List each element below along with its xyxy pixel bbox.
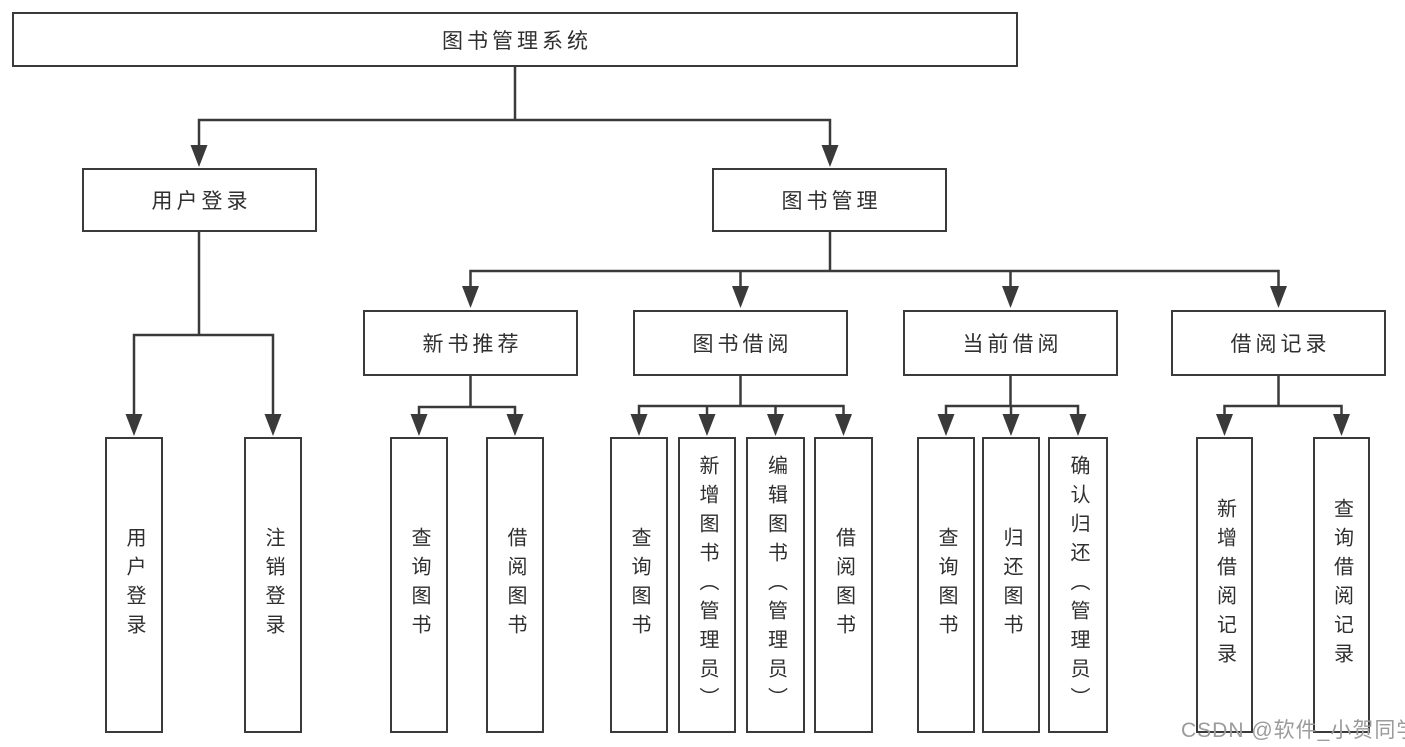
leaf-user-login-label: 用户登录 [123, 527, 145, 643]
connector-root [197, 67, 832, 148]
leaf-add-borrow-record-label: 新增借阅记录 [1213, 498, 1236, 672]
leaf-borrow-books-label: 借阅图书 [832, 527, 855, 643]
connector-new-book-group [417, 376, 517, 418]
node-current-borrow-label: 当前借阅 [962, 333, 1063, 356]
leaf-query-books-recommend-label: 查询图书 [408, 527, 430, 643]
leaf-confirm-return-admin-label: 确认归还（管理员） [1067, 454, 1089, 716]
node-borrow-records-label: 借阅记录 [1230, 333, 1331, 356]
leaf-logout: 注销登录 [244, 437, 302, 733]
node-user-login-branch-label: 用户登录 [151, 190, 252, 213]
leaf-query-borrow-record: 查询借阅记录 [1313, 437, 1370, 733]
node-book-borrow: 图书借阅 [633, 310, 848, 376]
leaf-query-borrow-record-label: 查询借阅记录 [1330, 498, 1353, 672]
leaf-query-books-current-label: 查询图书 [935, 527, 957, 643]
leaf-edit-books-admin-label: 编辑图书（管理员） [764, 454, 787, 716]
node-book-borrow-label: 图书借阅 [692, 333, 793, 356]
leaf-user-login: 用户登录 [105, 437, 163, 733]
leaf-edit-books-admin: 编辑图书（管理员） [746, 437, 805, 733]
leaf-logout-label: 注销登录 [262, 527, 284, 643]
node-book-management-branch-label: 图书管理 [781, 190, 882, 213]
node-current-borrow: 当前借阅 [903, 310, 1118, 376]
connector-book-borrow-group [637, 376, 845, 418]
leaf-query-books-recommend: 查询图书 [390, 437, 448, 733]
node-new-book-recommend: 新书推荐 [363, 310, 578, 376]
leaf-borrow-books-recommend: 借阅图书 [486, 437, 544, 733]
connector-user-login-branch [132, 232, 275, 418]
node-user-login-branch: 用户登录 [82, 168, 317, 232]
arrowheads [125, 145, 1350, 436]
leaf-borrow-books-recommend-label: 借阅图书 [504, 527, 526, 643]
leaf-add-books-admin: 新增图书（管理员） [678, 437, 736, 733]
leaf-confirm-return-admin: 确认归还（管理员） [1048, 437, 1108, 733]
leaf-query-books-borrow: 查询图书 [610, 437, 668, 733]
node-book-management-branch: 图书管理 [712, 168, 947, 232]
node-root: 图书管理系统 [12, 12, 1018, 67]
connector-book-management-branch [469, 232, 1280, 290]
leaf-add-borrow-record: 新增借阅记录 [1196, 437, 1253, 733]
node-borrow-records: 借阅记录 [1171, 310, 1386, 376]
leaf-add-books-admin-label: 新增图书（管理员） [696, 454, 718, 716]
node-new-book-recommend-label: 新书推荐 [422, 333, 523, 356]
leaf-return-books-label: 归还图书 [1000, 527, 1022, 643]
csdn-watermark: CSDN @软件_小贺同学 [1181, 719, 1405, 742]
connector-current-borrow-group [944, 376, 1080, 418]
connector-borrow-records-group [1223, 376, 1343, 418]
leaf-query-books-borrow-label: 查询图书 [628, 527, 650, 643]
leaf-query-books-current: 查询图书 [917, 437, 975, 733]
leaf-borrow-books: 借阅图书 [814, 437, 873, 733]
leaf-return-books: 归还图书 [982, 437, 1040, 733]
node-root-label: 图书管理系统 [442, 29, 592, 53]
